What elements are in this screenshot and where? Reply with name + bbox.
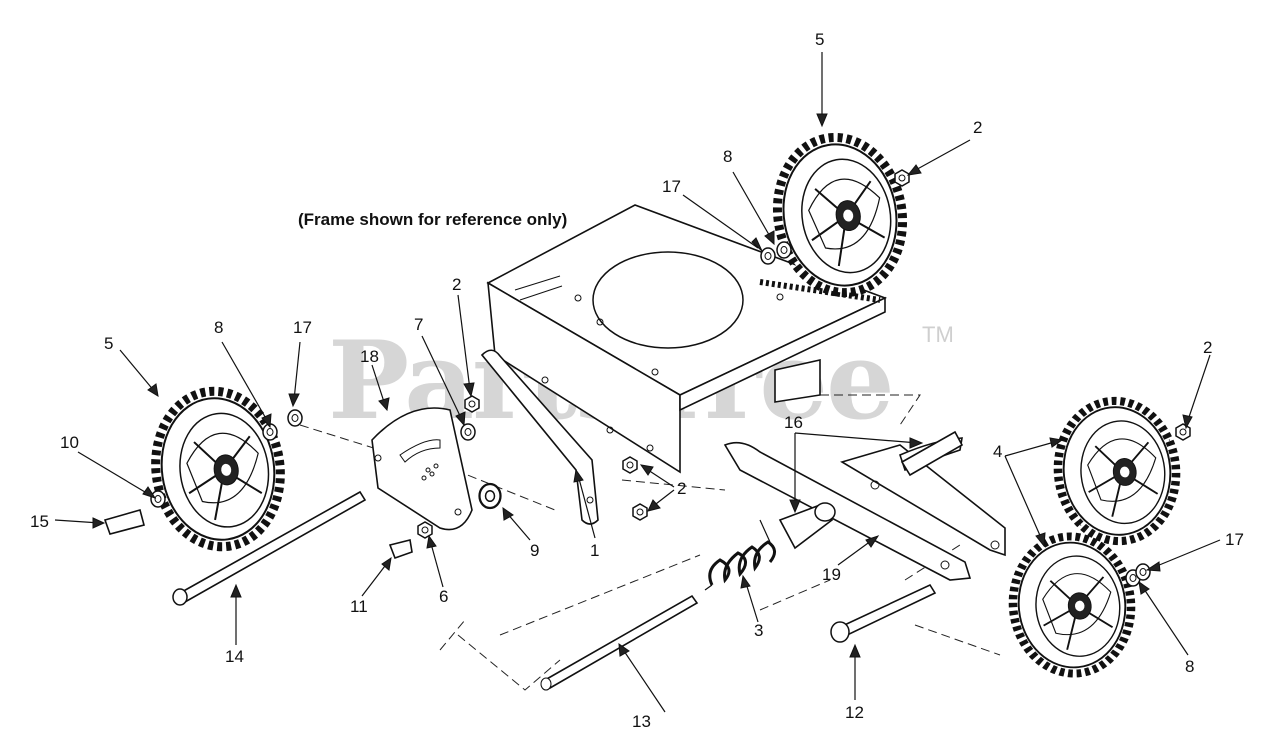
callout-10: 10 [60, 433, 79, 452]
washer-icon [1135, 563, 1151, 581]
callout-3: 3 [754, 621, 763, 640]
nut-icon [417, 521, 433, 539]
callout-9: 9 [530, 541, 539, 560]
callout-19: 19 [822, 565, 841, 584]
washer-icon [760, 247, 776, 265]
reference-note: (Frame shown for reference only) [298, 210, 568, 229]
callout-5: 5 [104, 334, 113, 353]
callout-1: 1 [590, 541, 599, 560]
nut-icon [464, 395, 480, 413]
callout-18: 18 [360, 347, 379, 366]
callout-7: 7 [414, 315, 423, 334]
hardware [103, 169, 1191, 587]
nut-icon [894, 169, 910, 187]
washer-icon [287, 409, 303, 427]
callout-11: 11 [350, 597, 368, 616]
callout-6: 6 [439, 587, 448, 606]
trademark-mark: TM [922, 322, 954, 347]
callout-2: 2 [1203, 338, 1212, 357]
frame-icon [486, 204, 888, 474]
callout-17: 17 [662, 177, 681, 196]
callout-labels: 5 2 8 17 2 7 18 8 17 5 10 15 14 11 6 9 1… [30, 30, 1244, 731]
callout-13: 13 [632, 712, 651, 731]
callout-8: 8 [214, 318, 223, 337]
bracket-icon [723, 437, 1006, 581]
wheel-icon [146, 383, 291, 555]
nut-icon [632, 503, 648, 521]
callout-2: 2 [452, 275, 461, 294]
callout-2: 2 [677, 479, 686, 498]
washer-icon [150, 490, 166, 508]
nut-icon [1175, 423, 1191, 441]
callout-12: 12 [845, 703, 864, 722]
leader-lines [54, 52, 1221, 713]
spring-icon [704, 519, 776, 591]
callout-14: 14 [225, 647, 244, 666]
wheel-icon [1051, 395, 1183, 547]
nut-icon [622, 456, 638, 474]
callout-8: 8 [1185, 657, 1194, 676]
callout-4: 4 [993, 442, 1002, 461]
washer-icon [460, 423, 476, 441]
callout-8: 8 [723, 147, 732, 166]
callout-17: 17 [293, 318, 312, 337]
callout-2: 2 [973, 118, 982, 137]
wheel-icon [1006, 531, 1138, 680]
tube-icon [778, 430, 964, 550]
callout-17: 17 [1225, 530, 1244, 549]
washer-icon [478, 482, 502, 510]
callout-5: 5 [815, 30, 824, 49]
washer-icon [776, 241, 792, 259]
axle-icon [172, 490, 937, 691]
plate-icon [371, 407, 473, 531]
callout-16: 16 [784, 413, 803, 432]
callout-15: 15 [30, 512, 49, 531]
